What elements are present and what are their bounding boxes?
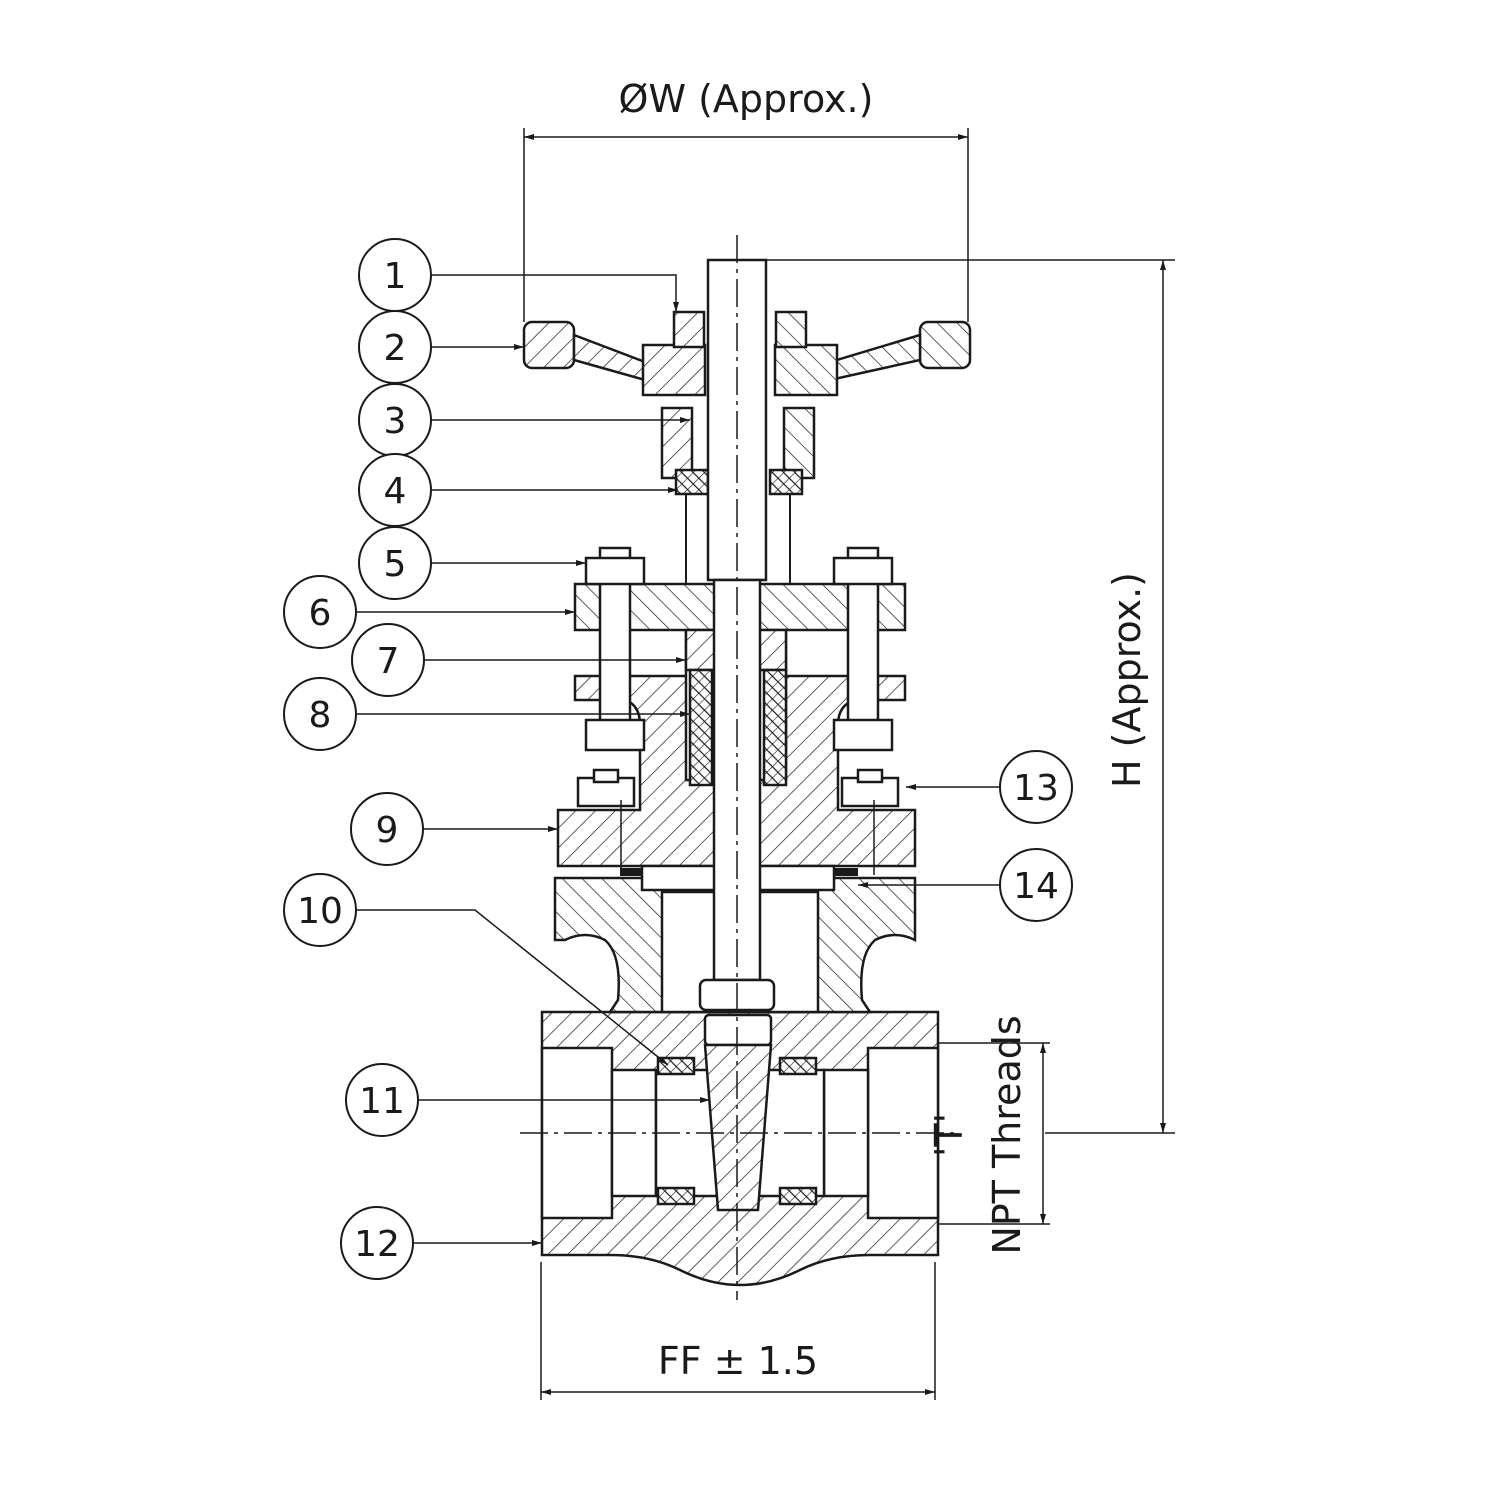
ff-dimension-label: FF ± 1.5: [658, 1339, 818, 1383]
yoke: [685, 495, 791, 584]
bonnet-bolts: [576, 768, 900, 808]
balloon-10-label: 10: [297, 891, 343, 932]
balloon-12-label: 12: [354, 1224, 400, 1265]
balloon-6: 6: [283, 575, 357, 649]
handwheel: [522, 320, 972, 397]
balloon-7-label: 7: [377, 641, 400, 682]
balloon-11: 11: [345, 1063, 419, 1137]
balloon-1: 1: [358, 238, 432, 312]
width-dimension: ØW (Approx.): [523, 77, 969, 322]
balloon-13: 13: [999, 750, 1073, 824]
leader-lines: [356, 274, 1000, 1246]
balloon-12: 12: [340, 1206, 414, 1280]
gland-bolts: [584, 546, 894, 752]
balloon-2-label: 2: [384, 328, 407, 369]
height-dimension-label: H (Approx.): [1105, 572, 1149, 788]
balloon-8-label: 8: [309, 695, 332, 736]
balloon-14-label: 14: [1013, 866, 1059, 907]
thread-dimension: NPT Threads 'T': [927, 1015, 1050, 1255]
balloon-4-label: 4: [384, 471, 407, 512]
balloon-7: 7: [351, 623, 425, 697]
balloon-3-label: 3: [384, 401, 407, 442]
thread-size-label: 'T': [927, 1113, 971, 1157]
balloon-10: 10: [283, 873, 357, 947]
width-dimension-label: ØW (Approx.): [619, 77, 874, 121]
balloon-11-label: 11: [359, 1081, 405, 1122]
balloon-2: 2: [358, 310, 432, 384]
balloon-4: 4: [358, 453, 432, 527]
gate-wedge: [656, 1013, 818, 1212]
balloon-9: 9: [350, 792, 424, 866]
ff-dimension: FF ± 1.5: [540, 1262, 936, 1400]
balloon-1-label: 1: [384, 256, 407, 297]
balloon-5-label: 5: [384, 544, 407, 585]
gland-packing: [688, 668, 788, 787]
height-dimension: H (Approx.): [766, 259, 1175, 1134]
balloon-14: 14: [999, 848, 1073, 922]
balloon-5: 5: [358, 526, 432, 600]
balloon-3: 3: [358, 383, 432, 457]
balloon-8: 8: [283, 677, 357, 751]
handwheel-nut: [672, 310, 808, 349]
balloon-6-label: 6: [309, 593, 332, 634]
balloon-9-label: 9: [376, 810, 399, 851]
thread-dimension-label: NPT Threads: [985, 1015, 1029, 1254]
balloon-13-label: 13: [1013, 768, 1059, 809]
